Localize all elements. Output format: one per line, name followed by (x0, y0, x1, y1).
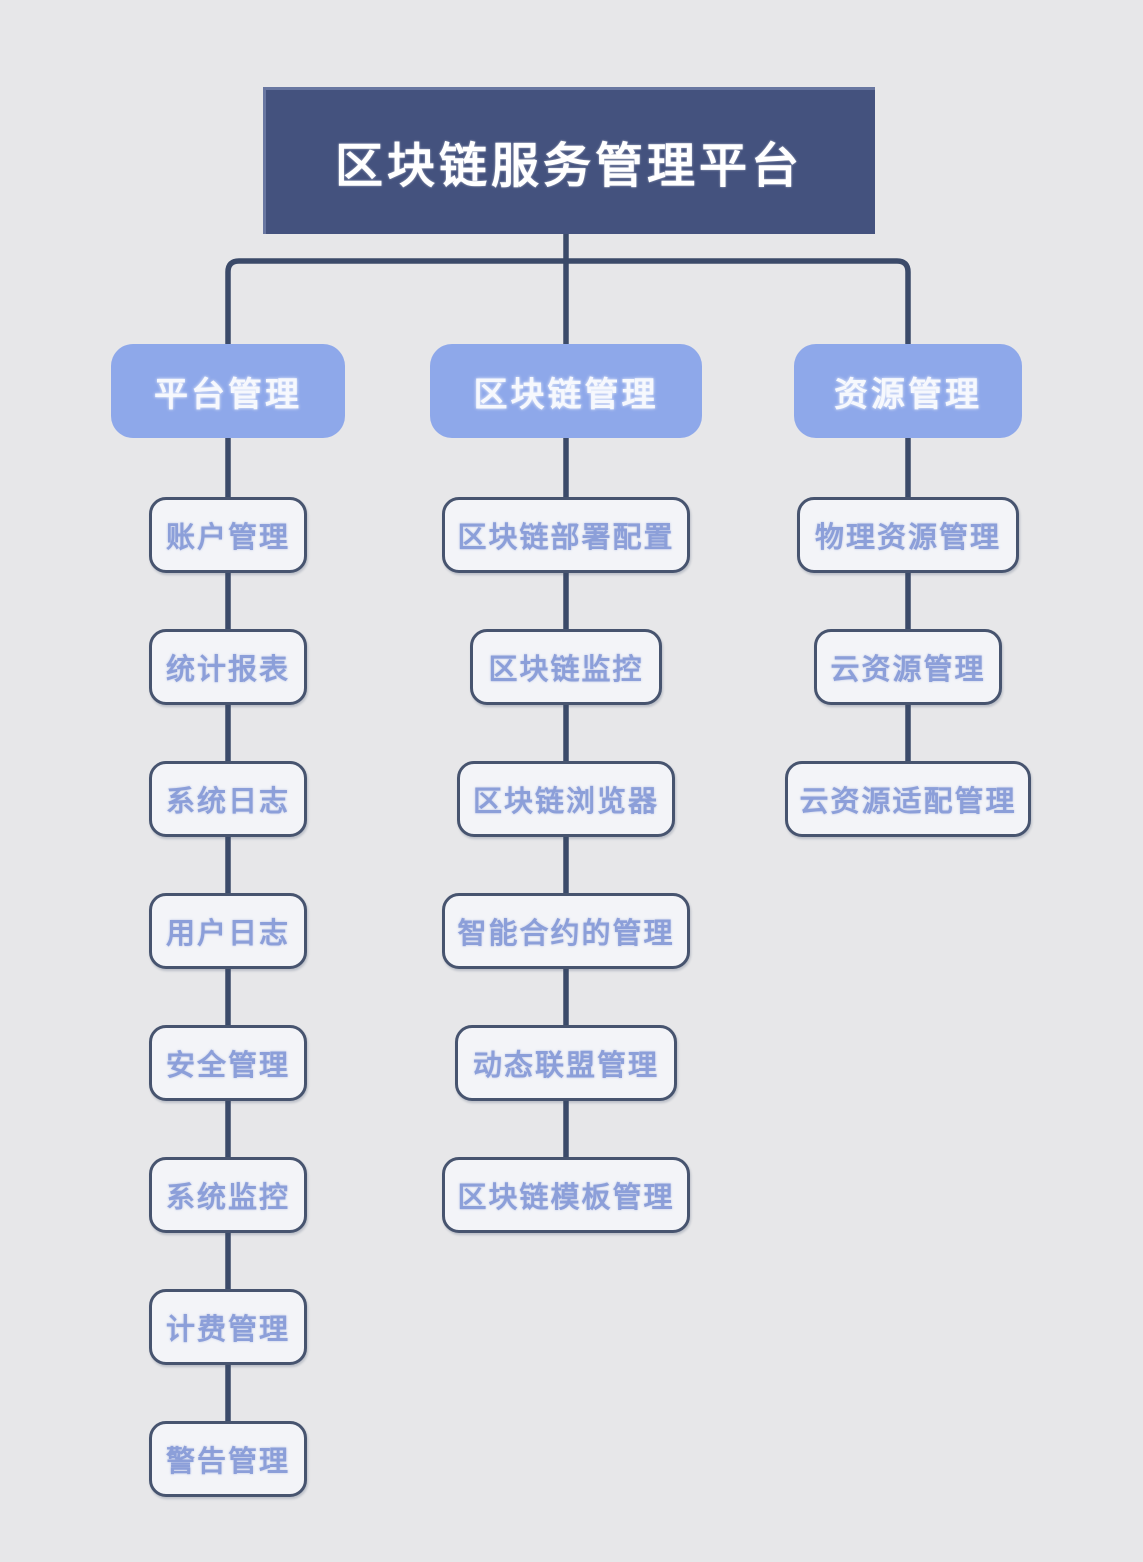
root-node: 区块链服务管理平台 (263, 87, 875, 234)
leaf-node-dynamic-alliance-management: 动态联盟管理 (455, 1025, 677, 1101)
leaf-node-billing-management: 计费管理 (149, 1289, 307, 1365)
leaf-node-smart-contract-management: 智能合约的管理 (442, 893, 690, 969)
leaf-node-cloud-resource-adaptation-management: 云资源适配管理 (785, 761, 1031, 837)
branch-node-resource-management: 资源管理 (794, 344, 1022, 438)
leaf-node-physical-resource-management: 物理资源管理 (797, 497, 1019, 573)
leaf-node-system-monitoring: 系统监控 (149, 1157, 307, 1233)
branch-node-blockchain-management: 区块链管理 (430, 344, 702, 438)
leaf-node-alert-management: 警告管理 (149, 1421, 307, 1497)
leaf-node-blockchain-monitoring: 区块链监控 (470, 629, 662, 705)
leaf-node-blockchain-explorer: 区块链浏览器 (457, 761, 675, 837)
leaf-node-account-management: 账户管理 (149, 497, 307, 573)
leaf-node-user-logs: 用户日志 (149, 893, 307, 969)
leaf-node-blockchain-template-management: 区块链模板管理 (442, 1157, 690, 1233)
leaf-node-security-management: 安全管理 (149, 1025, 307, 1101)
leaf-node-system-logs: 系统日志 (149, 761, 307, 837)
leaf-node-statistical-reports: 统计报表 (149, 629, 307, 705)
connector-bus (225, 258, 911, 344)
leaf-node-cloud-resource-management: 云资源管理 (814, 629, 1002, 705)
leaf-node-blockchain-deploy-config: 区块链部署配置 (442, 497, 690, 573)
branch-node-platform-management: 平台管理 (111, 344, 345, 438)
